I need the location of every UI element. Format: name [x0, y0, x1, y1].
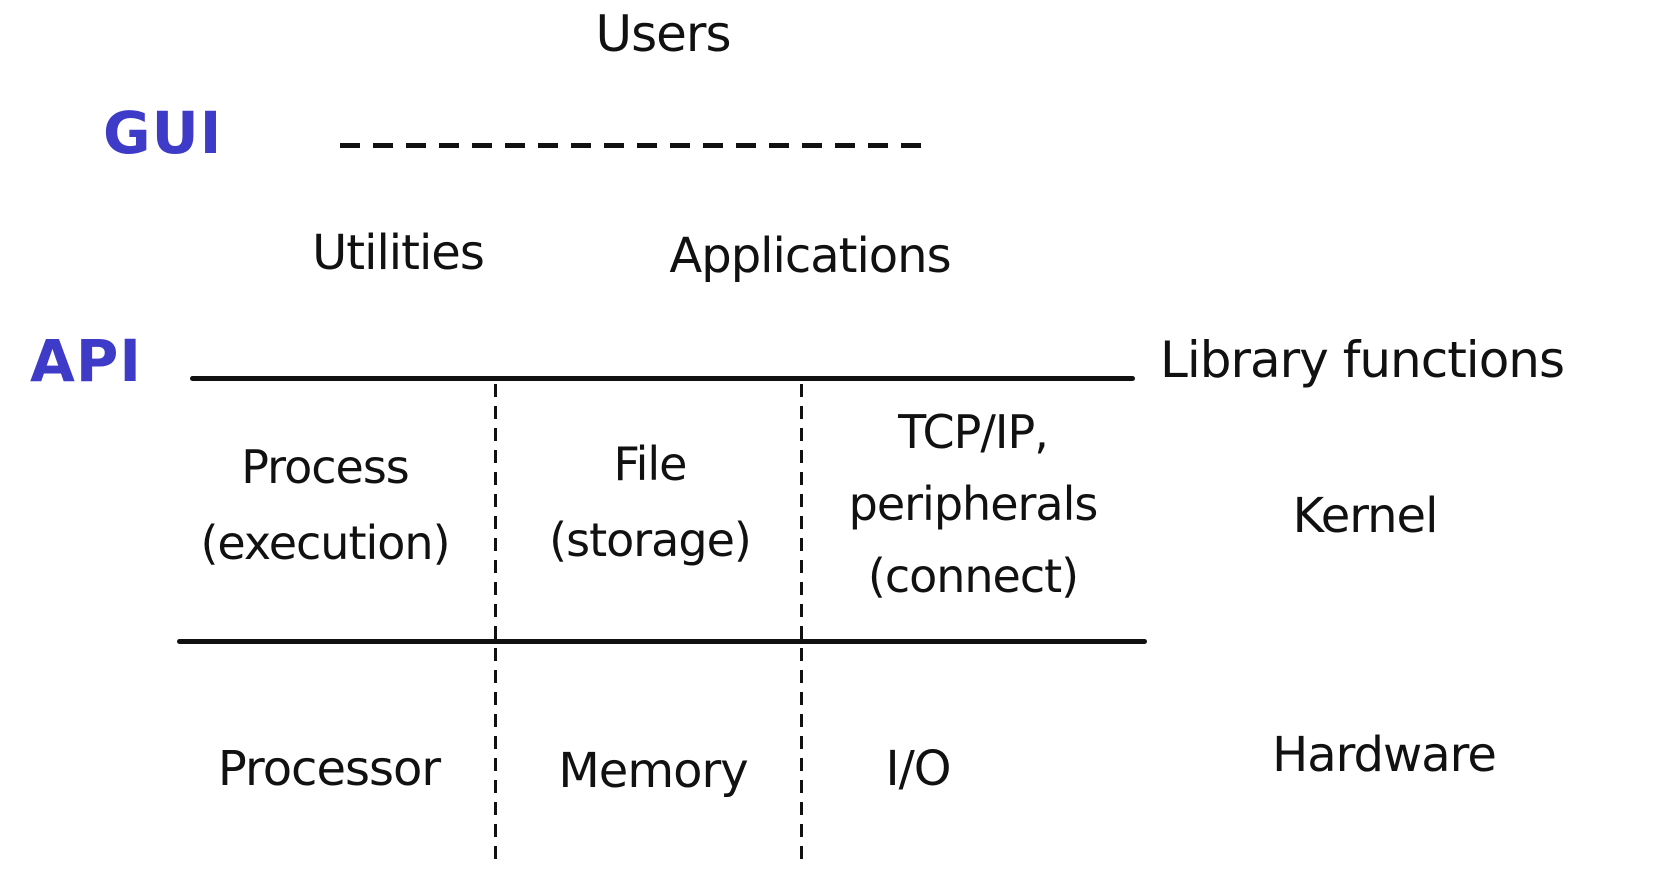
network-line1: TCP/IP, — [898, 405, 1049, 459]
kernel-hardware-separator-line — [177, 639, 1147, 644]
kernel-cell-network: TCP/IP, peripherals (connect) — [848, 396, 1099, 612]
file-line2: (storage) — [549, 513, 752, 567]
utilities-label: Utilities — [312, 225, 485, 281]
process-line1: Process — [241, 440, 410, 494]
column-divider-left-dashed-line — [494, 384, 497, 862]
io-label: I/O — [885, 741, 951, 797]
kernel-label: Kernel — [1292, 488, 1439, 544]
file-line1: File — [613, 437, 688, 491]
memory-label: Memory — [558, 743, 748, 799]
kernel-cell-process: Process (execution) — [200, 429, 450, 581]
users-label: Users — [595, 5, 731, 63]
applications-label: Applications — [669, 228, 951, 284]
network-line2: peripherals — [848, 477, 1099, 531]
api-boundary-line — [190, 376, 1135, 381]
api-label: API — [30, 327, 142, 395]
gui-label: GUI — [103, 99, 223, 167]
gui-boundary-dashed-line — [340, 143, 930, 148]
network-line3: (connect) — [867, 549, 1079, 603]
process-line2: (execution) — [200, 516, 450, 570]
library-functions-label: Library functions — [1160, 331, 1565, 389]
hardware-label: Hardware — [1272, 727, 1497, 783]
processor-label: Processor — [217, 741, 441, 797]
kernel-cell-file: File (storage) — [549, 426, 752, 578]
column-divider-right-dashed-line — [800, 384, 803, 862]
